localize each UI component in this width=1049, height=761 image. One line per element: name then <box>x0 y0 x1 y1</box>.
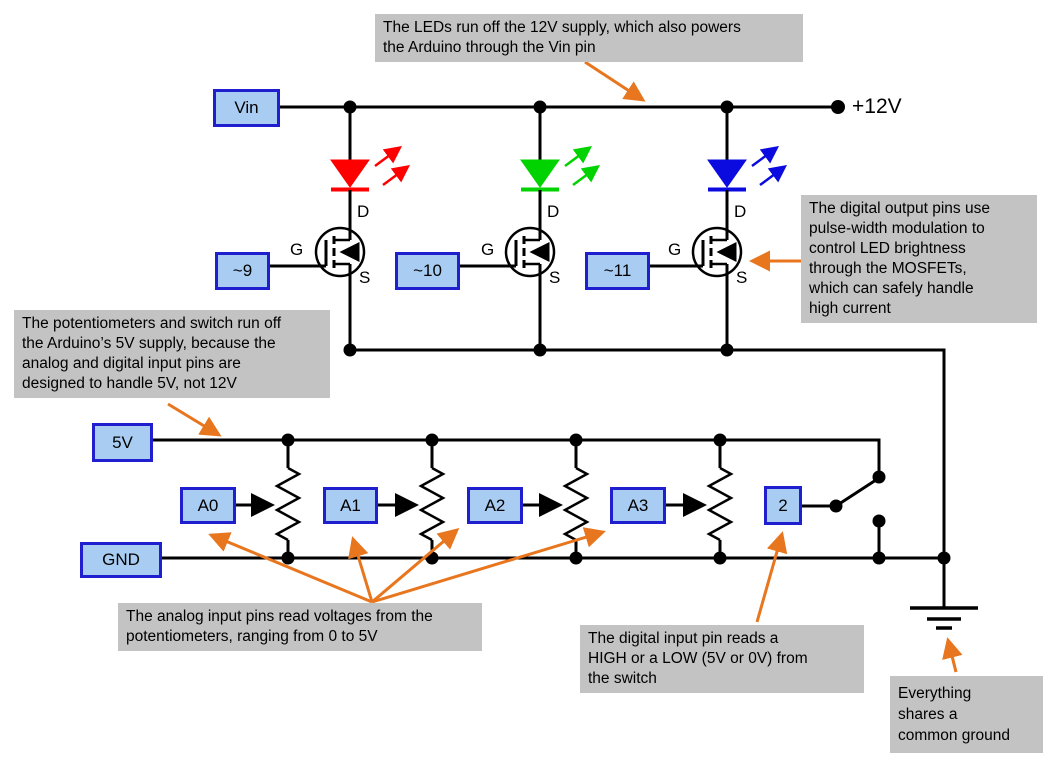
spdt-switch <box>802 476 881 558</box>
arrow-to-ground <box>942 637 963 673</box>
note-line: pulse-width modulation to <box>809 220 985 237</box>
mosfet-symbol <box>460 190 556 350</box>
arrow-to-a3 <box>371 527 606 604</box>
note-line: Everything <box>898 685 972 702</box>
label-source-3: S <box>736 268 748 287</box>
label-source-1: S <box>359 268 371 287</box>
pin-box-a0: A0 <box>180 487 236 524</box>
potentiometer-a3 <box>666 440 734 558</box>
label-gate-3: G <box>668 240 682 259</box>
pin-box-vin: Vin <box>213 89 280 127</box>
pin-box-9: ~9 <box>215 252 270 290</box>
blue-led-channel <box>650 107 788 350</box>
led-emission-arrows <box>374 146 411 187</box>
pin-box-a2: A2 <box>467 487 523 524</box>
callout-arrows <box>167 60 963 673</box>
note-line: common ground <box>898 727 1011 744</box>
led-emission-arrows <box>564 146 601 187</box>
note-line: which can safely handle <box>809 280 974 297</box>
led-emission-arrows <box>751 146 788 187</box>
arrow-to-pin2 <box>755 531 788 623</box>
note-line: shares a <box>898 706 958 723</box>
label-plus12v: +12V <box>852 95 902 118</box>
mosfet-symbol <box>270 190 366 350</box>
note-line: through the MOSFETs, <box>809 260 967 277</box>
label-gate-2: G <box>481 240 495 259</box>
note-line: The potentiometers and switch run off <box>22 315 282 332</box>
pin-box-10: ~10 <box>395 252 460 290</box>
junction-dots <box>281 100 951 565</box>
label-drain-3: D <box>734 202 747 221</box>
note-line: high current <box>809 300 891 317</box>
ground-symbol <box>910 606 978 630</box>
note-line: potentiometers, ranging from 0 to 5V <box>126 628 378 645</box>
note-line: control LED brightness <box>809 240 966 257</box>
note-line: the Arduino’s 5V supply, because the <box>22 335 276 352</box>
pin-box-gnd: GND <box>80 542 162 578</box>
note-12v-supply: The LEDs run off the 12V supply, which a… <box>375 14 803 62</box>
note-line: HIGH or a LOW (5V or 0V) from <box>588 650 808 667</box>
label-drain-2: D <box>547 202 560 221</box>
note-line: The digital input pin reads a <box>588 630 779 647</box>
green-led-channel <box>460 107 601 350</box>
note-line: designed to handle 5V, not 12V <box>22 375 237 392</box>
pin-box-2: 2 <box>764 486 802 525</box>
note-analog-inputs: The analog input pins read voltages from… <box>118 603 482 651</box>
note-line: The LEDs run off the 12V supply, which a… <box>383 19 741 36</box>
pin-box-5v: 5V <box>92 423 153 462</box>
note-digital-input: The digital input pin reads a HIGH or a … <box>580 625 864 693</box>
green-led <box>520 159 560 188</box>
note-pwm-outputs: The digital output pins use pulse-width … <box>801 195 1037 323</box>
wire-source-rail <box>350 348 946 608</box>
arrow-to-5v-rail <box>167 402 222 437</box>
note-common-ground: Everything shares a common ground <box>890 676 1043 753</box>
note-line: analog and digital input pins are <box>22 355 241 372</box>
mosfet-symbol <box>650 190 743 350</box>
note-line: The digital output pins use <box>809 200 990 217</box>
red-led <box>330 159 370 188</box>
switch-lever <box>835 476 880 508</box>
wire-5v-rail <box>153 438 881 477</box>
blue-led <box>707 159 747 188</box>
note-5v-supply: The potentiometers and switch run off th… <box>14 310 330 398</box>
note-line: the switch <box>588 670 657 687</box>
note-line: The analog input pins read voltages from… <box>126 608 433 625</box>
pin-box-11: ~11 <box>585 252 650 290</box>
red-led-channel <box>270 107 411 350</box>
label-gate-1: G <box>290 240 304 259</box>
note-line: the Arduino through the Vin pin <box>383 39 596 56</box>
arrow-to-12v-rail <box>584 60 646 102</box>
label-drain-1: D <box>357 202 370 221</box>
potentiometer-a0 <box>236 440 302 558</box>
arrow-to-a2 <box>371 528 460 604</box>
potentiometer-a1 <box>378 440 446 558</box>
label-source-2: S <box>549 268 561 287</box>
pin-box-a1: A1 <box>323 487 378 524</box>
arrow-to-a0 <box>208 532 373 604</box>
pin-box-a3: A3 <box>610 487 666 524</box>
arrow-to-a1 <box>348 536 374 603</box>
